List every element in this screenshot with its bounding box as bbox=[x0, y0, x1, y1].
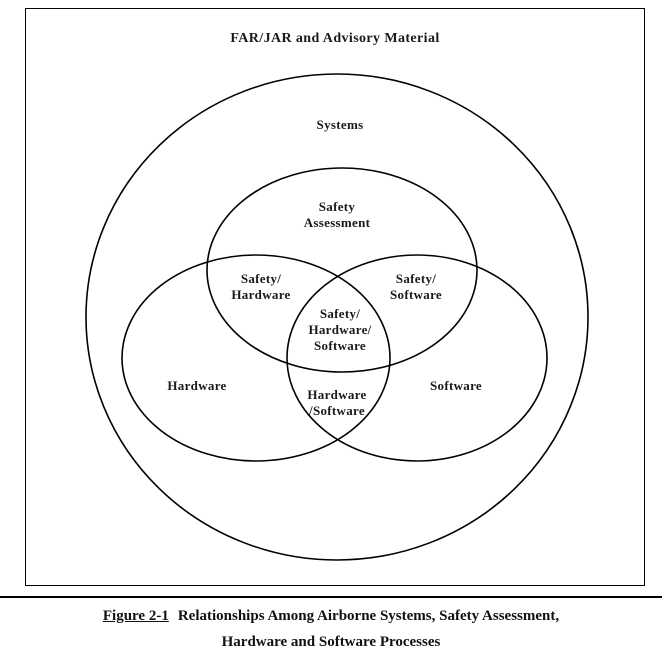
hardware-label: Hardware bbox=[167, 378, 227, 393]
caption-line-2: Hardware and Software Processes bbox=[221, 634, 441, 650]
caption-divider bbox=[0, 596, 662, 598]
safety-hardware-label: Safety/ Hardware bbox=[231, 271, 291, 302]
hardware-software-label: Hardware /Software bbox=[307, 387, 367, 418]
caption-line-1: Figure 2-1 Relationships Among Airborne S… bbox=[0, 603, 662, 629]
safety-software-label: Safety/ Software bbox=[390, 271, 442, 302]
systems-label: Systems bbox=[316, 117, 364, 132]
software-label: Software bbox=[430, 378, 482, 393]
caption-text-1: Relationships Among Airborne Systems, Sa… bbox=[177, 608, 560, 624]
figure-caption: Figure 2-1 Relationships Among Airborne S… bbox=[0, 603, 662, 655]
figure-border bbox=[25, 8, 645, 586]
safety-hardware-software-label: Safety/ Hardware/ Software bbox=[308, 306, 372, 353]
safety-assessment-label: Safety Assessment bbox=[303, 199, 371, 230]
figure-title: FAR/JAR and Advisory Material bbox=[230, 31, 440, 46]
figure-number: Figure 2-1 bbox=[102, 608, 169, 624]
